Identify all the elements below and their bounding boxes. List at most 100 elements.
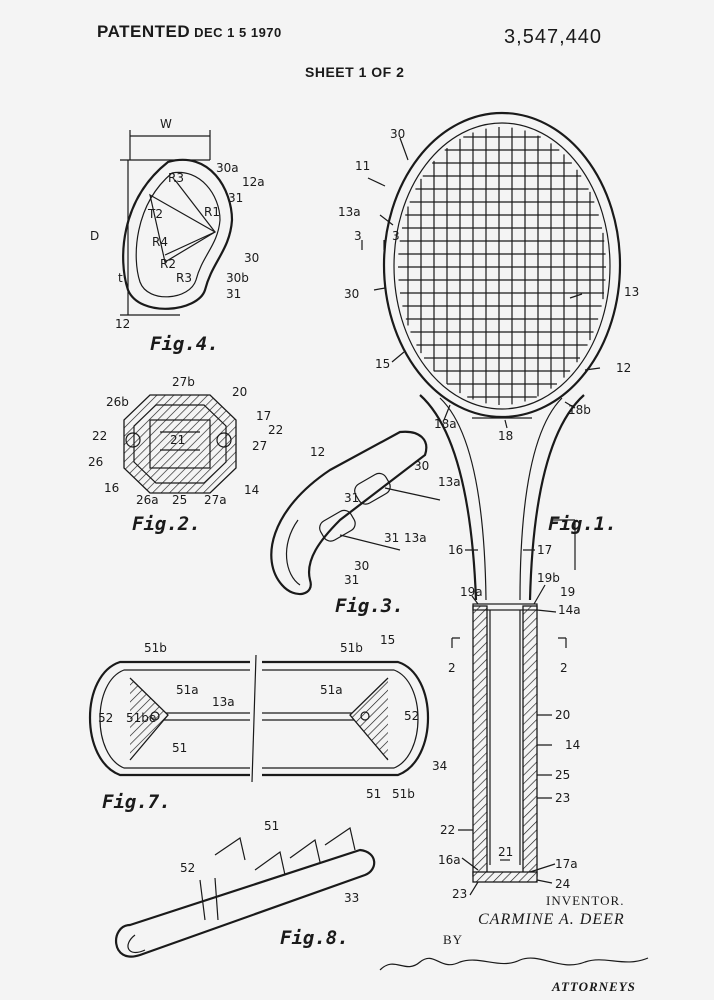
label-f8-33: 33 xyxy=(344,891,359,905)
clip-right xyxy=(349,677,389,761)
label-f1-18a: 18a xyxy=(434,417,457,431)
label-f7-51a-right: 51a xyxy=(320,683,343,697)
label-f2-20: 20 xyxy=(232,385,247,399)
label-f2-16: 16 xyxy=(104,481,119,495)
label-f1-13: 13 xyxy=(624,285,639,299)
label-f1-3a: 3 xyxy=(354,229,362,243)
label-f1-15: 15 xyxy=(375,357,390,371)
label-f4-w: W xyxy=(160,117,172,131)
label-f7-52-left: 52 xyxy=(98,711,113,725)
label-f2-26b: 26b xyxy=(106,395,129,409)
label-f1-30b: 30 xyxy=(344,287,359,301)
bridge-web xyxy=(149,193,217,263)
label-f2-21: 21 xyxy=(170,433,185,447)
label-f4-31b: 31 xyxy=(226,287,241,301)
label-f8-52: 52 xyxy=(180,861,195,875)
label-f4-30b: 30b xyxy=(226,271,249,285)
label-f1-2b: 2 xyxy=(560,661,568,675)
label-f8-51: 51 xyxy=(264,819,279,833)
label-f1-22: 22 xyxy=(440,823,455,837)
string-grid xyxy=(398,127,606,405)
string-2 xyxy=(339,534,401,551)
label-f1-13a: 13a xyxy=(338,205,361,219)
label-f4-r3b: R3 xyxy=(176,271,192,285)
label-f1-19b: 19b xyxy=(537,571,560,585)
label-f7-51a-left: 51a xyxy=(176,683,199,697)
label-f4-30: 30 xyxy=(244,251,259,265)
label-f1-17a: 17a xyxy=(555,857,578,871)
handle-left-wall xyxy=(472,605,488,877)
label-f2-27a: 27a xyxy=(204,493,227,507)
label-f4-r4: R4 xyxy=(152,235,168,249)
handle-butt xyxy=(472,871,538,883)
label-f1-19a: 19a xyxy=(460,585,483,599)
label-f2-22a: 22 xyxy=(92,429,107,443)
label-f7-51b-right: 51b xyxy=(340,641,363,655)
string-1 xyxy=(384,487,441,501)
clip-strip-body xyxy=(115,848,376,958)
handle-cap xyxy=(472,603,538,611)
label-f3-13b: 13a xyxy=(404,531,427,545)
label-f2-14: 14 xyxy=(244,483,259,497)
label-f2-27b: 27b xyxy=(172,375,195,389)
label-f7-52-right: 52 xyxy=(404,709,419,723)
shaft-right-section xyxy=(216,432,232,448)
attorneys-label: ATTORNEYS xyxy=(552,979,636,994)
racket-head-outer xyxy=(382,111,622,419)
shaft-right-inner xyxy=(519,397,563,601)
label-f4-12: 12 xyxy=(115,317,130,331)
inventor-name: CARMINE A. DEER xyxy=(478,911,625,928)
label-f1-17: 17 xyxy=(537,543,552,557)
figure-7-label: Fig.7. xyxy=(102,791,171,813)
label-f2-17: 17 xyxy=(256,409,271,423)
sheet-number: SHEET 1 OF 2 xyxy=(305,64,405,80)
label-f7-15: 15 xyxy=(380,633,395,647)
label-f7-13a: 13a xyxy=(212,695,235,709)
frame-section-inner xyxy=(135,171,221,298)
label-f7-51b-left: 51b xyxy=(144,641,167,655)
label-f3-31b: 31 xyxy=(384,531,399,545)
figure-4-label: Fig.4. xyxy=(150,333,219,355)
label-f2-26a: 26a xyxy=(136,493,159,507)
figure-8-clip-strip xyxy=(115,827,376,958)
label-f2-26: 26 xyxy=(88,455,103,469)
label-f4-t: t xyxy=(118,271,123,285)
label-f3-31c: 31 xyxy=(344,573,359,587)
section-2-right-mark xyxy=(558,637,567,648)
figure-2-handle-section xyxy=(123,394,237,494)
patent-number: 3,547,440 xyxy=(504,26,602,48)
label-f3-31a: 31 xyxy=(344,491,359,505)
label-f1-16a: 16a xyxy=(438,853,461,867)
section-2-left-mark xyxy=(451,637,460,648)
shaft-left-inner xyxy=(439,397,487,601)
section-right-outer xyxy=(262,660,430,777)
shaft-right-outer xyxy=(528,394,585,601)
label-f3-12: 12 xyxy=(310,445,325,459)
label-f1-18: 18 xyxy=(498,429,513,443)
label-f1-21: 21 xyxy=(498,845,513,859)
label-f1-2a: 2 xyxy=(448,661,456,675)
label-f7-51-right: 51 xyxy=(366,787,381,801)
label-f2-25: 25 xyxy=(172,493,187,507)
label-f4-30a: 30a xyxy=(216,161,239,175)
label-f1-24: 24 xyxy=(555,877,570,891)
section-left-outer xyxy=(88,660,250,777)
label-f4-t2: T2 xyxy=(147,207,163,221)
frame-piece-body xyxy=(270,430,428,596)
label-f1-14: 14 xyxy=(565,738,580,752)
figure-7-frame-sections xyxy=(88,654,430,783)
label-f7-51be: 51be xyxy=(126,711,156,725)
label-f1-16: 16 xyxy=(448,543,463,557)
label-f4-31a: 31 xyxy=(228,191,243,205)
handle-right-wall xyxy=(522,605,538,877)
label-f3-13a: 13a xyxy=(438,475,461,489)
label-f1-23: 23 xyxy=(555,791,570,805)
reference-labels: W D t 30a 12a 31 R3 R1 T2 R4 R2 R3 30 30… xyxy=(88,117,639,949)
section-3-marks xyxy=(361,240,385,250)
label-f1-14a: 14a xyxy=(558,603,581,617)
clip-loops xyxy=(214,827,356,876)
label-f1-20: 20 xyxy=(555,708,570,722)
figure-2-label: Fig.2. xyxy=(132,513,201,535)
